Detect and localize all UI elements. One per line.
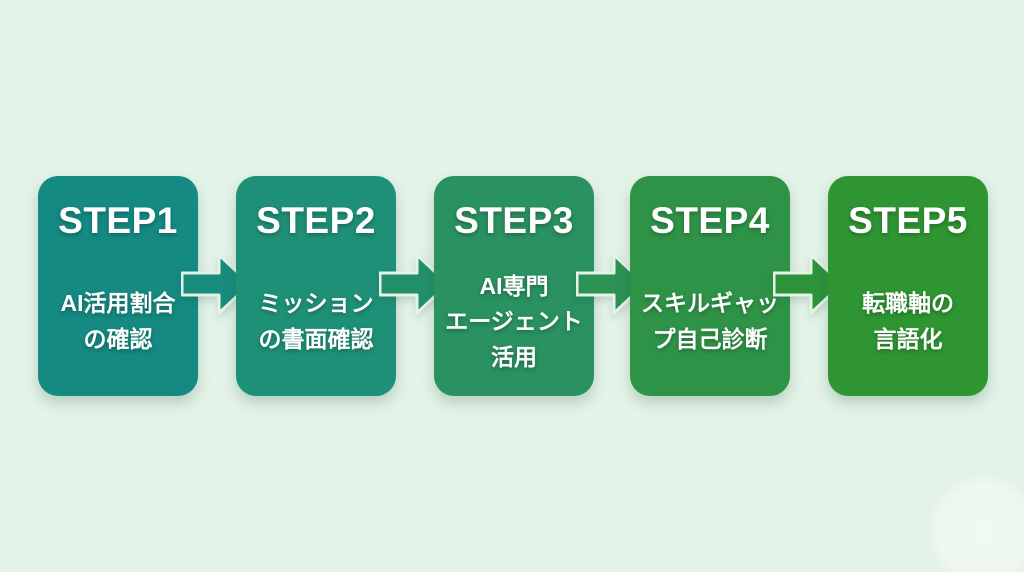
arrow-right-icon xyxy=(181,252,253,316)
step-4-title: STEP4 xyxy=(650,200,770,241)
step-card-3: STEP3 AI専門 エージェント 活用 xyxy=(434,176,594,396)
step-card-5: STEP5 転職軸の 言語化 xyxy=(828,176,988,396)
arrow-right-icon xyxy=(773,252,845,316)
step-1-description: AI活用割合 の確認 xyxy=(60,290,176,352)
watermark-circle xyxy=(928,475,1024,572)
step-2-title: STEP2 xyxy=(256,200,376,241)
step-1-title: STEP1 xyxy=(58,200,178,241)
step-card-4: STEP4 スキルギャッ プ自己診断 xyxy=(630,176,790,396)
arrow-right-icon xyxy=(576,252,648,316)
step-card-2: STEP2 ミッション の書面確認 xyxy=(236,176,396,396)
step-5-title: STEP5 xyxy=(848,200,968,241)
step-2-description: ミッション の書面確認 xyxy=(258,290,374,352)
step-3-title: STEP3 xyxy=(454,200,574,241)
arrow-right-icon xyxy=(379,252,451,316)
step-3-description: AI専門 エージェント 活用 xyxy=(445,272,583,370)
step-4-description: スキルギャッ プ自己診断 xyxy=(641,290,779,352)
step-5-description: 転職軸の 言語化 xyxy=(862,290,954,352)
step-card-1: STEP1 AI活用割合 の確認 xyxy=(38,176,198,396)
